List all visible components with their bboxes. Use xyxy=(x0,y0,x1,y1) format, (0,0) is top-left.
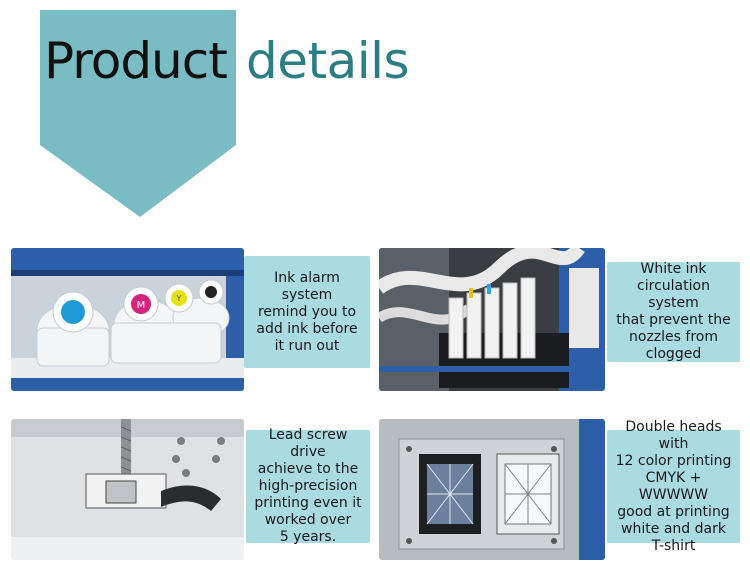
caption-line: Ink alarm system xyxy=(274,269,340,303)
title-banner xyxy=(40,10,236,217)
caption-line: White ink xyxy=(640,261,707,277)
caption-line: 5 years. xyxy=(279,529,337,545)
caption-line: it run out xyxy=(274,337,340,354)
caption-line: white and dark xyxy=(621,520,726,537)
white-ink-dampers-photo xyxy=(379,248,605,391)
print-heads-photo xyxy=(379,419,605,560)
caption-line: good at printing xyxy=(617,503,730,520)
caption-line: remind you to xyxy=(257,303,357,320)
feature-caption-white-ink: White ink circulation system that preven… xyxy=(607,261,740,362)
lead-screw-photo xyxy=(11,419,244,560)
page-title-product: Product xyxy=(44,32,228,90)
caption-line: CMYK + WWWWW xyxy=(638,469,709,503)
magenta-bottle-letter: M xyxy=(137,300,146,311)
caption-line: that prevent the xyxy=(616,312,731,328)
yellow-bottle-letter: Y xyxy=(176,294,182,303)
caption-line: clogged xyxy=(645,346,702,362)
feature-caption-lead-screw: Lead screw drive achieve to the high-pre… xyxy=(246,427,370,545)
caption-line: Lead screw drive xyxy=(268,427,348,460)
feature-caption-double-heads: Double heads with 12 color printing CMYK… xyxy=(607,419,740,554)
caption-line: nozzles from xyxy=(629,329,718,345)
caption-line: T-shirt xyxy=(651,537,696,554)
caption-line: circulation system xyxy=(637,278,710,311)
ink-bottles-photo: M Y xyxy=(11,248,244,391)
caption-line: high-precision xyxy=(258,478,358,494)
page-title-details: details xyxy=(246,32,410,90)
caption-line: Double heads with xyxy=(625,418,722,452)
caption-line: worked over xyxy=(264,512,352,528)
feature-caption-ink-alarm: Ink alarm system remind you to add ink b… xyxy=(244,256,370,368)
caption-line: printing even it xyxy=(254,495,362,511)
caption-line: 12 color printing xyxy=(615,452,732,469)
caption-line: add ink before xyxy=(256,320,358,337)
caption-line: achieve to the xyxy=(257,461,359,477)
